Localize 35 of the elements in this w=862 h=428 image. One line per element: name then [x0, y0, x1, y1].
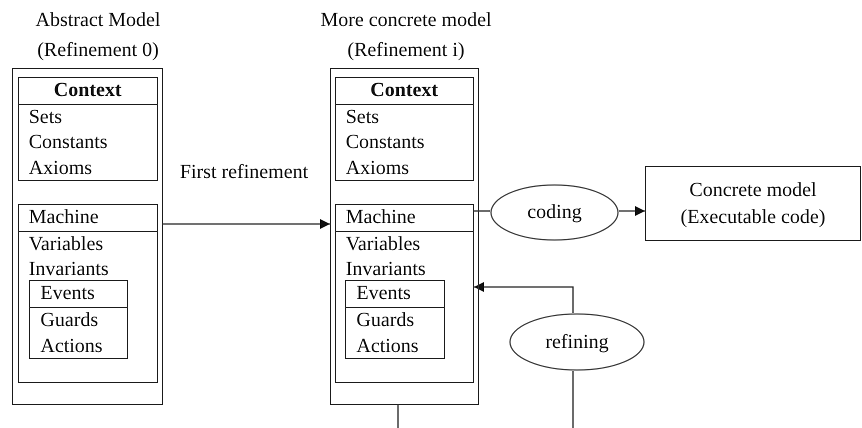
list-item: Actions: [355, 334, 419, 359]
list-item: Variables: [344, 232, 420, 257]
arrow: [474, 282, 574, 313]
list-item: Invariants: [28, 257, 109, 282]
section-header: Machine: [18, 204, 157, 232]
model-title: More concrete model (Refinement i): [319, 8, 493, 63]
section-header: Machine: [336, 204, 473, 232]
list-item: Actions: [39, 334, 103, 359]
node-label: coding: [527, 200, 582, 225]
list-item: Axioms: [28, 156, 92, 181]
list-item: Guards: [355, 308, 414, 334]
events-box: [345, 280, 446, 360]
context-box: [18, 76, 158, 181]
list-item: Sets: [344, 104, 380, 130]
list-item: Constants: [28, 130, 108, 156]
list-item: Axioms: [344, 156, 410, 181]
list-item: Constants: [344, 130, 425, 156]
list-item: Guards: [39, 308, 98, 334]
arrow: [619, 206, 645, 216]
list-item: Variables: [28, 232, 104, 257]
section-header: Context: [18, 78, 157, 105]
section-header: Context: [336, 78, 473, 105]
node-label: Concrete model (Executable code): [680, 178, 826, 230]
context-box: [334, 76, 474, 181]
machine-box: [334, 204, 474, 383]
node-label: refining: [545, 330, 609, 354]
machine-box: [18, 204, 158, 383]
list-item: Sets: [28, 104, 62, 130]
list-item: Invariants: [344, 257, 426, 282]
events-box: [29, 280, 128, 360]
arrow: [163, 219, 330, 229]
model-title: Abstract Model (Refinement 0): [34, 8, 162, 63]
section-header: Events: [30, 281, 128, 308]
section-header: Events: [346, 281, 444, 308]
result-box: [645, 166, 861, 241]
